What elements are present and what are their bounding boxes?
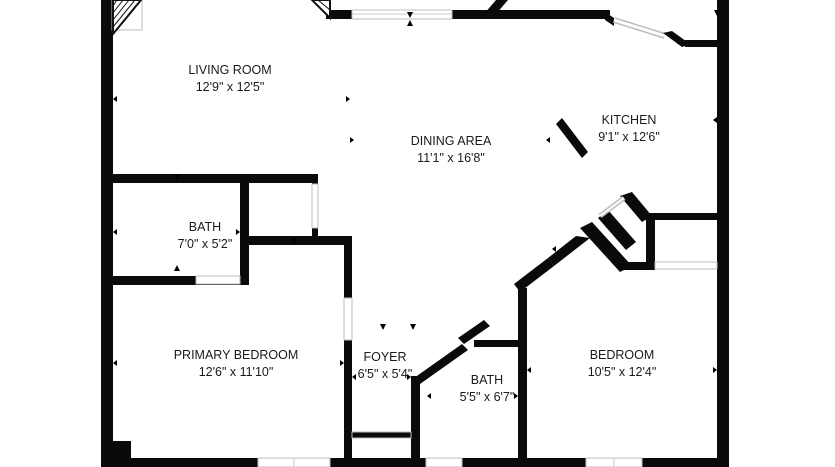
room-name-dining-area: DINING AREA [411,134,492,148]
kitchen-walls [484,0,690,158]
bedroom-walls [343,236,590,467]
room-dim-foyer: 6'5" x 5'4" [358,367,413,381]
room-dim-bath-2: 5'5" x 6'7" [460,390,515,404]
top-windows [111,0,453,31]
room-name-bath-2: BATH [471,373,503,387]
room-name-living-room: LIVING ROOM [188,63,271,77]
room-dim-kitchen: 9'1" x 12'6" [598,130,660,144]
bath-1-walls [113,174,351,285]
room-name-bedroom: BEDROOM [590,348,655,362]
room-dim-bath-1: 7'0" x 5'2" [178,237,233,251]
room-dim-primary-bedroom: 12'6" x 11'10" [199,365,274,379]
room-name-kitchen: KITCHEN [602,113,657,127]
room-name-foyer: FOYER [363,350,406,364]
measurement-ticks [113,10,720,399]
room-name-bath-1: BATH [189,220,221,234]
room-dim-living-room: 12'9" x 12'5" [196,80,265,94]
room-name-primary-bedroom: PRIMARY BEDROOM [174,348,299,362]
room-dim-dining-area: 11'1" x 16'8" [417,151,485,165]
closet-walls [580,192,725,272]
bottom-windows [257,457,643,467]
living-corner-window [112,0,331,37]
room-dim-bedroom: 10'5" x 12'4" [588,365,657,379]
